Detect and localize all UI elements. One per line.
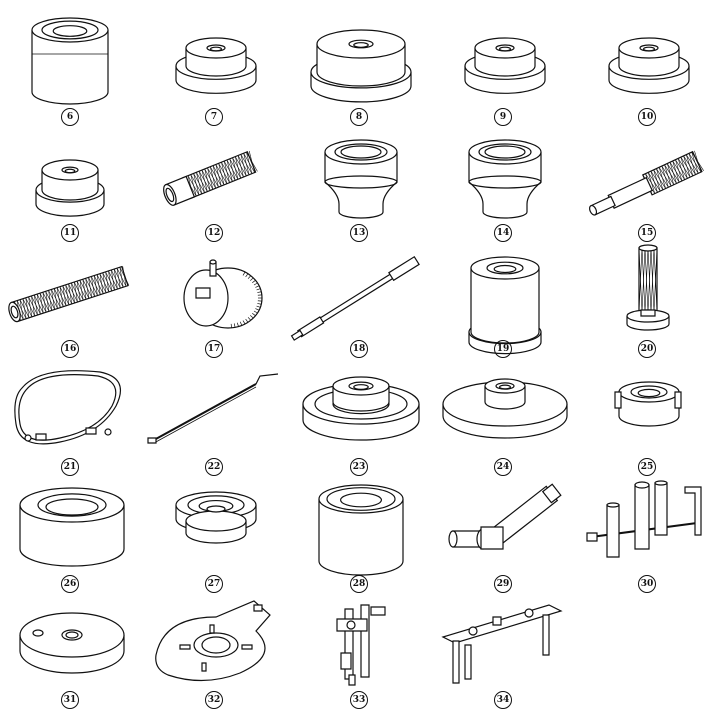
part-14: 14 (433, 124, 577, 242)
part-number-label: 11 (61, 224, 79, 242)
wide-puck-drawing (289, 8, 433, 108)
part-20: 20 (577, 240, 721, 358)
part-34: 34 (433, 591, 577, 709)
part-28: 28 (289, 475, 433, 593)
part-number-label: 14 (494, 224, 512, 242)
part-number-label: 21 (61, 458, 79, 476)
part-16: 16 (0, 240, 144, 358)
part-25: 25 (577, 358, 721, 476)
part-number-label: 27 (205, 575, 223, 593)
part-33: 33 (289, 591, 433, 709)
part-27: 27 (144, 475, 288, 593)
part-23: 23 (289, 358, 433, 476)
part-32: 32 (144, 591, 288, 709)
part-6: 6 (0, 8, 144, 126)
part-number-label: 28 (350, 575, 368, 593)
part-number-label: 34 (494, 691, 512, 709)
knurled-wheel-drawing (144, 240, 288, 340)
bell-cup-drawing (289, 124, 433, 224)
small-puck-drawing (0, 124, 144, 224)
part-24: 24 (433, 358, 577, 476)
stepped-puck-drawing (144, 8, 288, 108)
part-number-label: 7 (205, 108, 223, 126)
part-number-label: 19 (494, 340, 512, 358)
stepped-puck-drawing (577, 8, 721, 108)
part-number-label: 10 (638, 108, 656, 126)
part-number-label: 25 (638, 458, 656, 476)
stepped-puck-drawing (433, 8, 577, 108)
part-number-label: 32 (205, 691, 223, 709)
part-7: 7 (144, 8, 288, 126)
part-number-label: 26 (61, 575, 79, 593)
part-number-label: 12 (205, 224, 223, 242)
part-number-label: 30 (638, 575, 656, 593)
part-22: 22 (144, 358, 288, 476)
angle-adapter-drawing (433, 475, 577, 575)
part-10: 10 (577, 8, 721, 126)
part-number-label: 13 (350, 224, 368, 242)
part-17: 17 (144, 240, 288, 358)
part-number-label: 16 (61, 340, 79, 358)
part-number-label: 29 (494, 575, 512, 593)
flat-disc-drawing (0, 591, 144, 691)
part-18: 18 (289, 240, 433, 358)
part-number-label: 15 (638, 224, 656, 242)
part-number-label: 6 (61, 108, 79, 126)
part-13: 13 (289, 124, 433, 242)
holder-plate-drawing (144, 591, 288, 691)
knurled-handle-drawing (577, 124, 721, 224)
part-number-label: 23 (350, 458, 368, 476)
part-number-label: 31 (61, 691, 79, 709)
hook-wire-drawing (144, 358, 288, 458)
part-number-label: 22 (205, 458, 223, 476)
part-15: 15 (577, 124, 721, 242)
shallow-cup-drawing (144, 475, 288, 575)
part-number-label: 33 (350, 691, 368, 709)
tall-cup-drawing (433, 240, 577, 340)
clamp-drawing (289, 591, 433, 691)
part-number-label: 24 (494, 458, 512, 476)
knurled-bolt-drawing (577, 240, 721, 340)
wide-ring-plate-drawing (289, 358, 433, 458)
part-29: 29 (433, 475, 577, 593)
large-cup-drawing (0, 475, 144, 575)
part-26: 26 (0, 475, 144, 593)
bell-cup-drawing (433, 124, 577, 224)
long-rod-drawing (289, 240, 433, 340)
part-12: 12 (144, 124, 288, 242)
knurled-tube-drawing (144, 124, 288, 224)
part-11: 11 (0, 124, 144, 242)
bridge-bracket-drawing (433, 591, 577, 691)
part-30: 30 (577, 475, 721, 593)
part-number-label: 18 (350, 340, 368, 358)
wide-disc-drawing (433, 358, 577, 458)
part-8: 8 (289, 8, 433, 126)
sleeve-ring-drawing (289, 475, 433, 575)
pin-frame-drawing (577, 475, 721, 575)
cup-sleeve-drawing (0, 8, 144, 108)
part-31: 31 (0, 591, 144, 709)
knurled-rod-drawing (0, 240, 144, 340)
part-number-label: 8 (350, 108, 368, 126)
part-number-label: 17 (205, 340, 223, 358)
part-21: 21 (0, 358, 144, 476)
part-number-label: 9 (494, 108, 512, 126)
part-9: 9 (433, 8, 577, 126)
slotted-ring-drawing (577, 358, 721, 458)
part-19: 19 (433, 240, 577, 358)
part-number-label: 20 (638, 340, 656, 358)
cable-loop-drawing (0, 358, 144, 458)
